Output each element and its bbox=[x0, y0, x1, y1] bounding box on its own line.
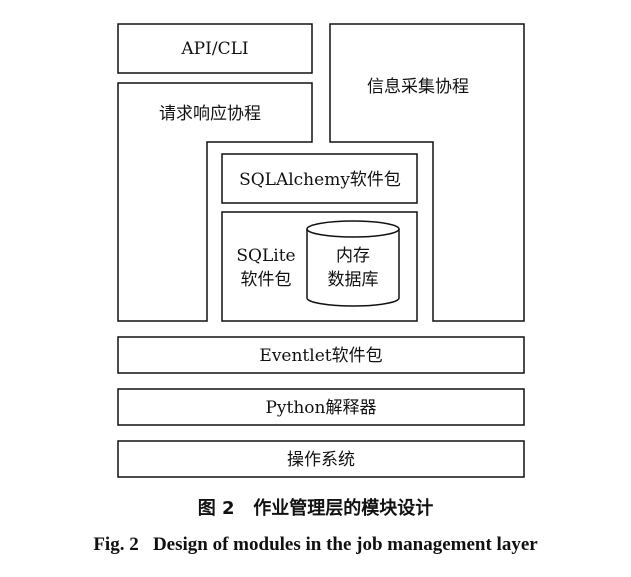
sqlite-label-line1: SQLite bbox=[236, 246, 295, 266]
os-box bbox=[117, 440, 525, 478]
figure-caption-en: Fig. 2 Design of modules in the job mana… bbox=[93, 534, 538, 555]
python-label: Python解释器 bbox=[265, 398, 376, 418]
memory-db-cylinder bbox=[306, 229, 400, 307]
memory-db-cylinder-top bbox=[306, 220, 400, 238]
api-cli-box bbox=[117, 23, 313, 74]
eventlet-box bbox=[117, 336, 525, 374]
eventlet-label: Eventlet软件包 bbox=[259, 346, 382, 366]
request-response-box bbox=[117, 82, 313, 322]
request-response-label: 请求响应协程 bbox=[159, 104, 261, 124]
memory-db-label-line2: 数据库 bbox=[328, 270, 379, 290]
sqlalchemy-label: SQLAlchemy软件包 bbox=[239, 170, 401, 190]
sqlite-box bbox=[221, 211, 418, 322]
sqlite-label-line2: 软件包 bbox=[241, 270, 292, 290]
python-box bbox=[117, 388, 525, 426]
os-label: 操作系统 bbox=[287, 450, 355, 470]
memory-db-label-line1: 内存 bbox=[336, 246, 370, 266]
info-collect-box bbox=[329, 23, 525, 322]
figure-caption-cn: 图 2 作业管理层的模块设计 bbox=[197, 498, 434, 519]
sqlalchemy-box bbox=[221, 153, 418, 204]
info-collect-label: 信息采集协程 bbox=[367, 77, 469, 97]
module-diagram: API/CLI 信息采集协程 请求响应协程 SQLAlchemy软件包 SQLi… bbox=[117, 23, 525, 478]
api-cli-label: API/CLI bbox=[180, 39, 248, 59]
